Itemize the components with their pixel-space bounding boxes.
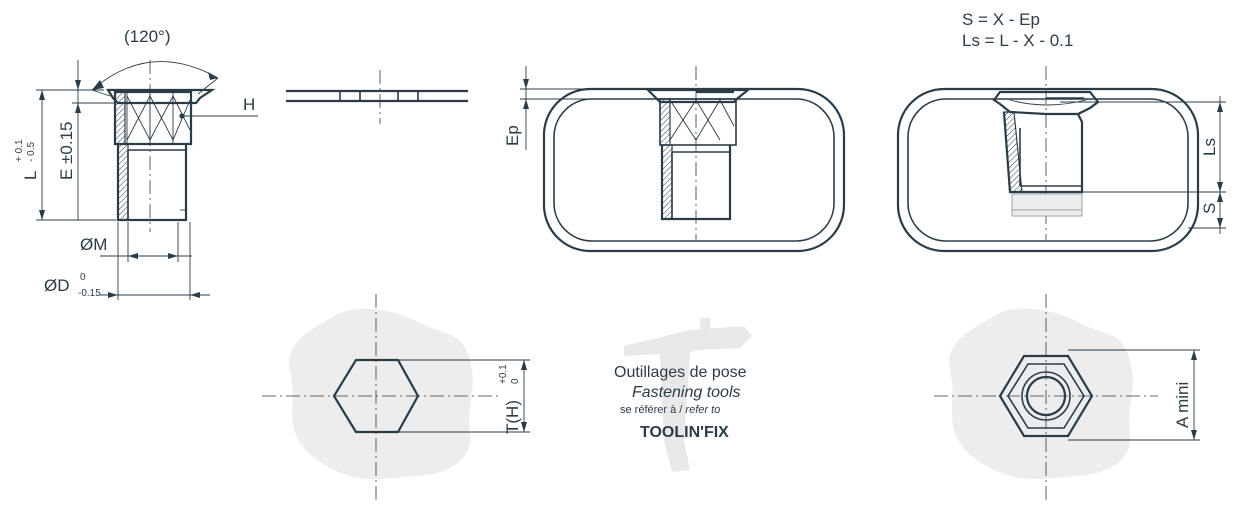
hatched-wall [117,143,129,221]
rivet-nut-side-view: (120°) H L + 0.1 - 0.5 E ±0.15 ØM ØD 0 -… [14,27,258,300]
d-tol-lower: -0.15 [78,288,101,299]
tube-outer [542,87,846,253]
knurled-body [113,90,193,146]
l-tol-upper: + 0.1 [14,139,25,162]
ep-label: Ep [503,125,522,146]
t-tol-upper: +0.1 [498,364,509,384]
sheet-section-view [286,70,468,124]
tools-ref-fr: se référer à / [620,404,683,416]
t-label: T(H) [503,400,522,434]
e-label: E ±0.15 [57,122,76,180]
angle-label: (120°) [124,27,170,46]
tools-title-en: Fastening tools [632,384,741,401]
ls-label: Ls [1200,138,1219,156]
d-tol-upper: 0 [80,272,86,283]
crimped-installation-view: Ls S [896,66,1226,253]
h-label: H [243,95,255,114]
d-label: ØD [44,276,70,295]
hex-flange [998,354,1094,438]
formula-s: S = X - Ep [962,10,1040,29]
l-label: L [21,171,40,180]
rivet-head [106,88,216,105]
s-label: S [1200,203,1219,214]
angle-arrow-right [208,72,218,80]
hex-hole-view: T(H) +0.1 0 [262,294,530,500]
sheet-shape [289,308,473,479]
a-mini-label: A mini [1173,382,1192,428]
thread-hole [1025,375,1067,417]
angle-arrow-left [92,80,104,90]
installed-nut-top-view: A mini [934,294,1200,500]
tools-reference: se référer à / refer to [620,404,720,416]
formula-ls: Ls = L - X - 0.1 [962,31,1074,50]
fastening-tool-watermark [624,318,752,472]
t-tol-lower: 0 [510,378,521,384]
crimped-head [992,90,1100,116]
tools-ref-en: refer to [685,404,721,416]
angle-arc [91,61,219,91]
l-tol-lower: - 0.5 [26,142,37,162]
m-label: ØM [80,235,107,254]
tools-title-fr: Outillages de pose [614,364,747,381]
tools-brand: TOOLIN'FIX [640,424,729,441]
tube-installation-view: Ep [503,66,846,253]
